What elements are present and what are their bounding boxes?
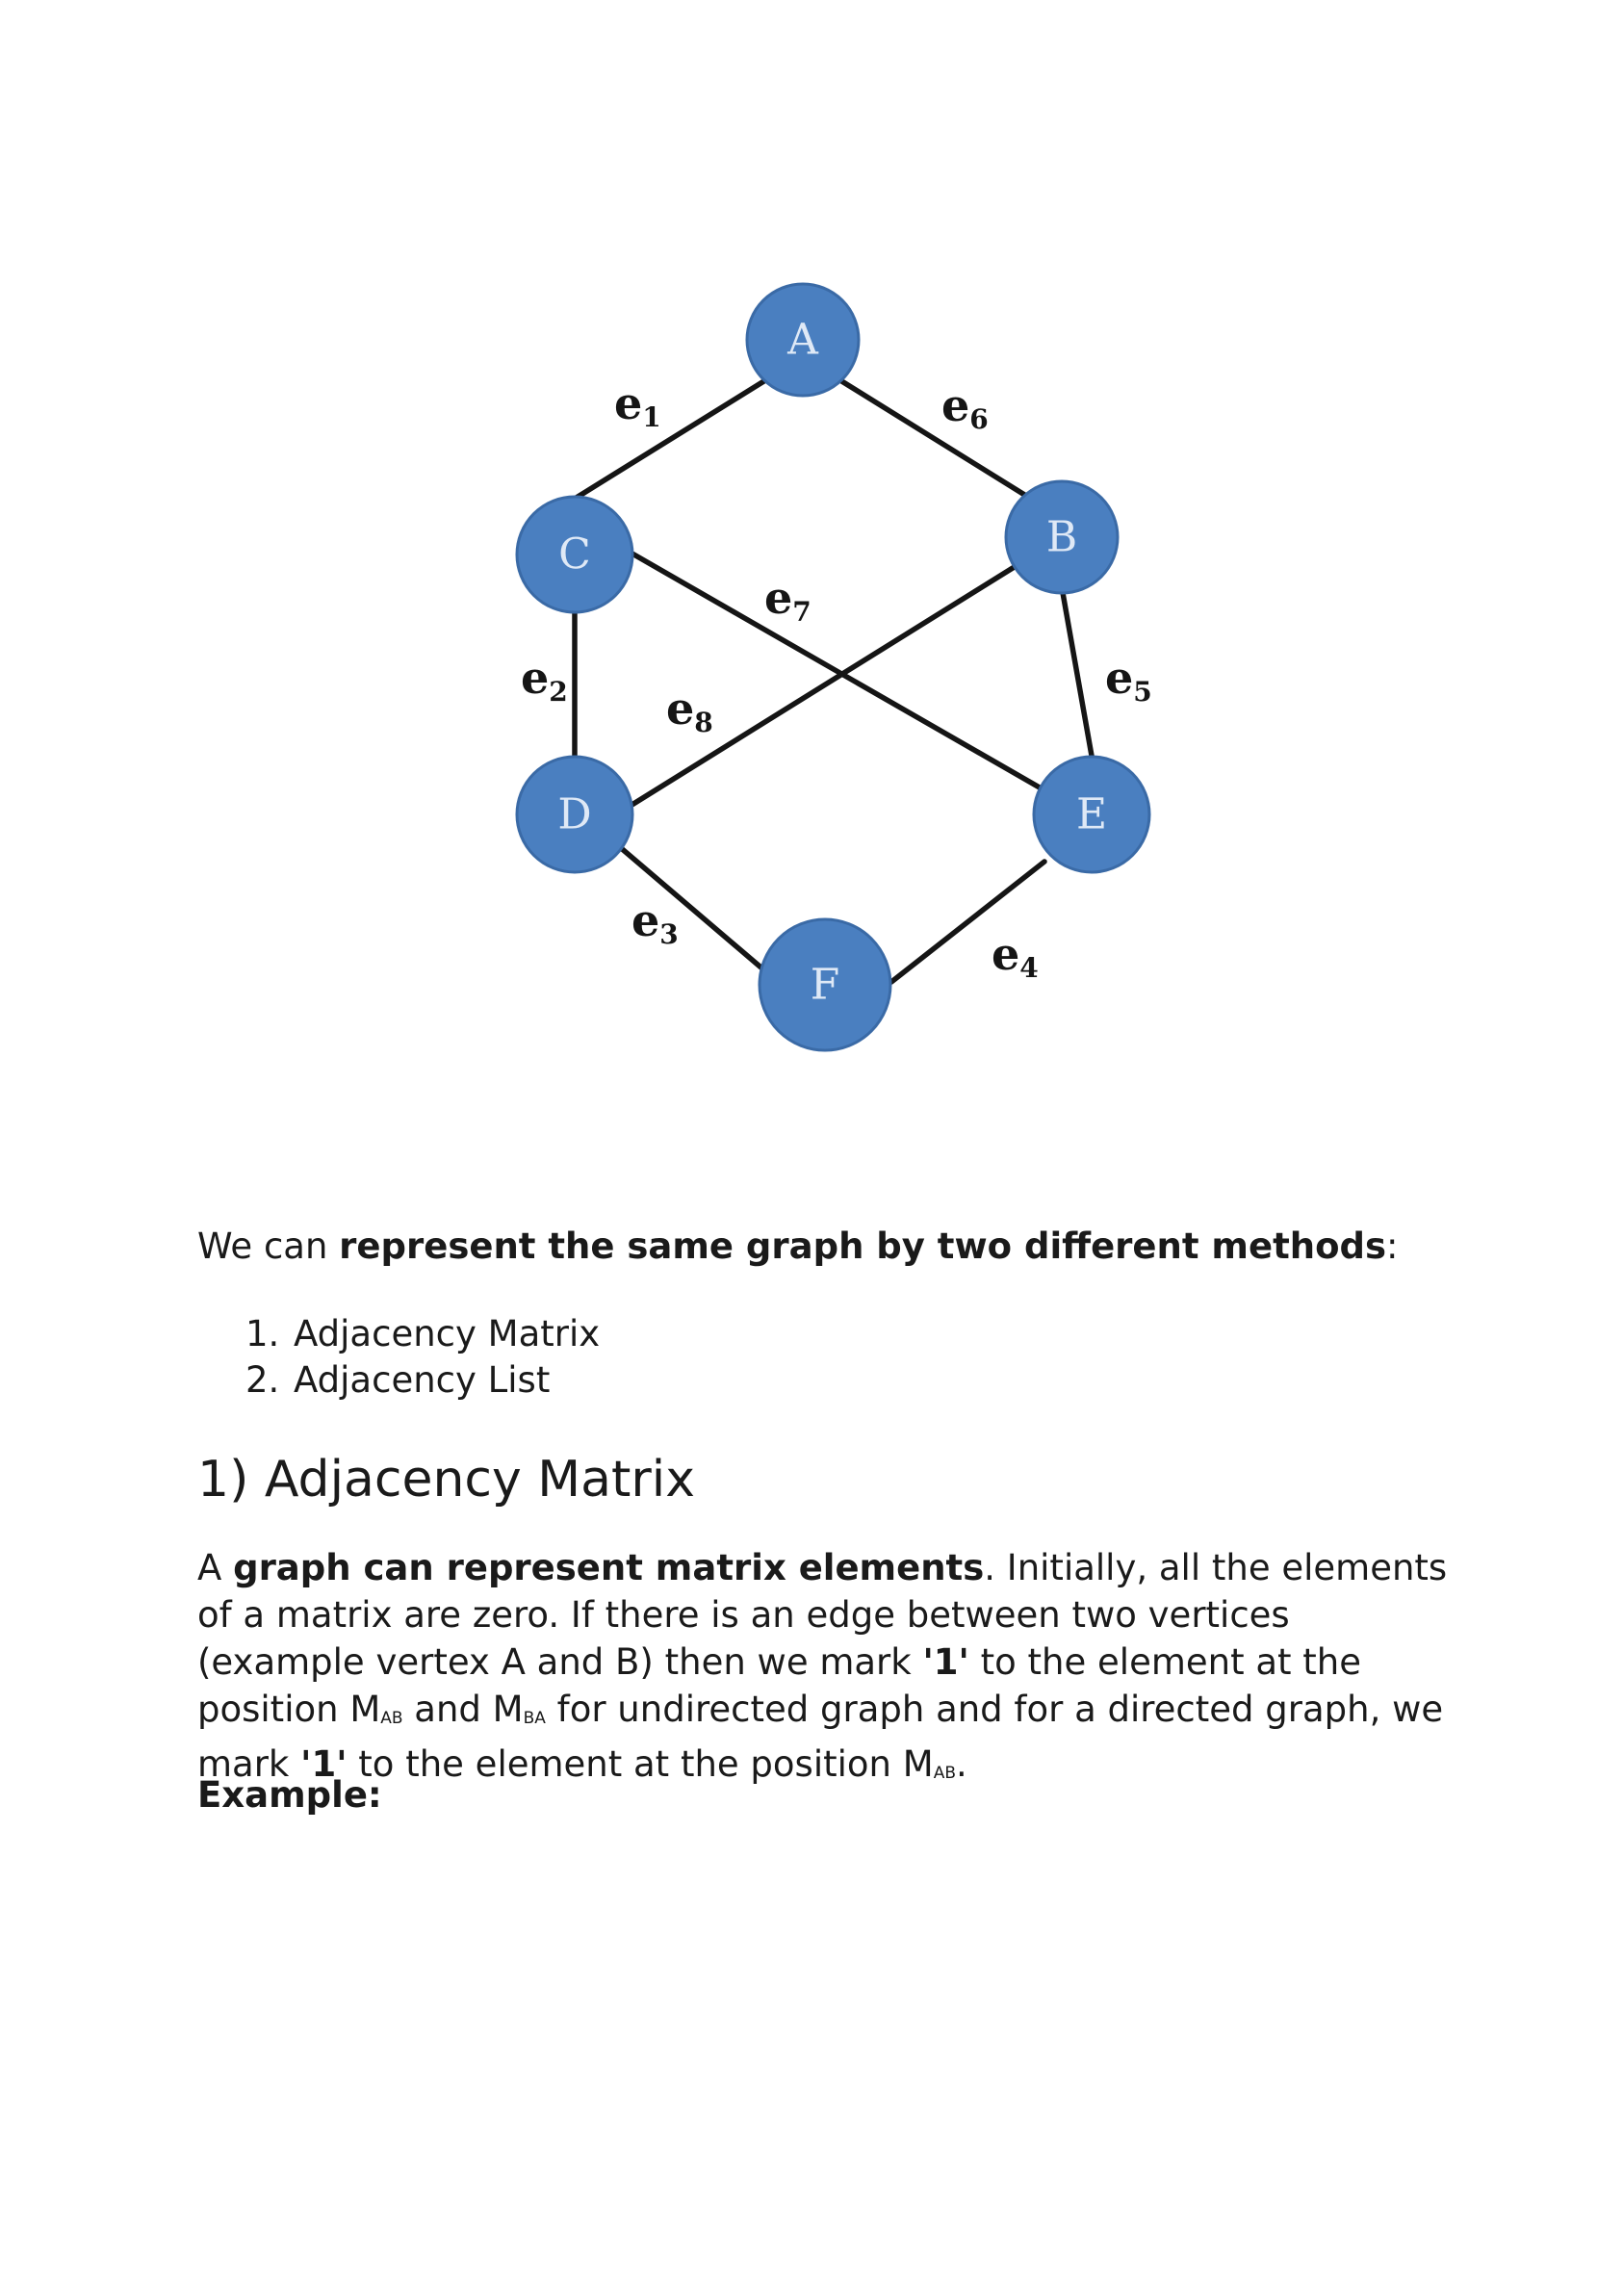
edge-e5 — [1059, 584, 1095, 759]
list-item-text: Adjacency Matrix — [294, 1313, 601, 1354]
node-a: A — [745, 282, 861, 398]
section-heading: 1) Adjacency Matrix — [197, 1451, 696, 1509]
para-text: to the element at the position M — [197, 1641, 1362, 1730]
edge-label-e7: e7 — [764, 572, 812, 628]
intro-bold: represent the same graph by two differen… — [339, 1225, 1387, 1267]
svg-text:E: E — [1076, 790, 1107, 839]
list-item: 2. Adjacency List — [245, 1357, 1545, 1404]
example-label: Example: — [197, 1774, 382, 1816]
edge-label-e3: e3 — [631, 894, 679, 950]
node-e: E — [1032, 755, 1151, 874]
intro-sentence: We can represent the same graph by two d… — [197, 1223, 1449, 1271]
list-item-number: 2. — [245, 1359, 280, 1401]
svg-text:C: C — [558, 530, 591, 580]
para-bold: graph can represent matrix elements — [233, 1547, 985, 1588]
edge-e7 — [621, 546, 1054, 797]
edge-label-e1: e1 — [614, 377, 661, 433]
para-text: . — [955, 1743, 967, 1785]
edge-labels: e1 e6 e7 e2 e8 e5 e3 e4 — [521, 377, 1152, 984]
svg-text:A: A — [786, 316, 819, 365]
list-item: 1. Adjacency Matrix — [245, 1311, 1545, 1357]
para-subscript: BA — [523, 1709, 546, 1728]
adjacency-matrix-paragraph: A graph can represent matrix elements. I… — [197, 1544, 1458, 1795]
para-text: and M — [402, 1689, 524, 1730]
svg-text:F: F — [811, 961, 840, 1010]
edge-e8 — [623, 560, 1023, 812]
graph-nodes: A B C D E F — [515, 282, 1151, 1052]
intro-prefix: We can — [197, 1225, 340, 1267]
para-text: A — [197, 1547, 234, 1588]
graph-edges — [572, 374, 1095, 985]
methods-list: 1. Adjacency Matrix 2. Adjacency List — [197, 1311, 1545, 1404]
intro-suffix: : — [1386, 1225, 1399, 1267]
list-item-number: 1. — [245, 1313, 280, 1354]
para-bold: '1' — [300, 1743, 348, 1785]
edge-e6 — [833, 374, 1029, 499]
edge-e4 — [889, 859, 1047, 985]
node-d: D — [515, 755, 634, 874]
edge-label-e4: e4 — [992, 928, 1039, 984]
edge-label-e6: e6 — [941, 379, 989, 435]
para-subscript: AB — [380, 1709, 403, 1728]
para-subscript: AB — [933, 1764, 956, 1783]
svg-text:D: D — [557, 790, 591, 839]
list-item-text: Adjacency List — [294, 1359, 551, 1401]
edge-e3 — [617, 844, 773, 978]
node-b: B — [1004, 479, 1120, 595]
para-text: . Initially, all the elements of a matri… — [197, 1547, 1448, 1683]
edge-e1 — [572, 374, 773, 502]
node-f: F — [758, 917, 892, 1052]
graph-figure: A B C D E F e1 e6 e7 e2 e8 e5 e3 e4 — [515, 282, 1152, 1052]
svg-text:B: B — [1046, 513, 1077, 562]
edge-label-e8: e8 — [666, 683, 713, 738]
node-c: C — [515, 495, 634, 614]
para-text: to the element at the position M — [347, 1743, 934, 1785]
edge-label-e2: e2 — [521, 652, 568, 708]
para-text: for undirected graph and for a directed … — [197, 1689, 1444, 1785]
edge-label-e5: e5 — [1105, 652, 1152, 708]
para-bold: '1' — [922, 1641, 969, 1683]
